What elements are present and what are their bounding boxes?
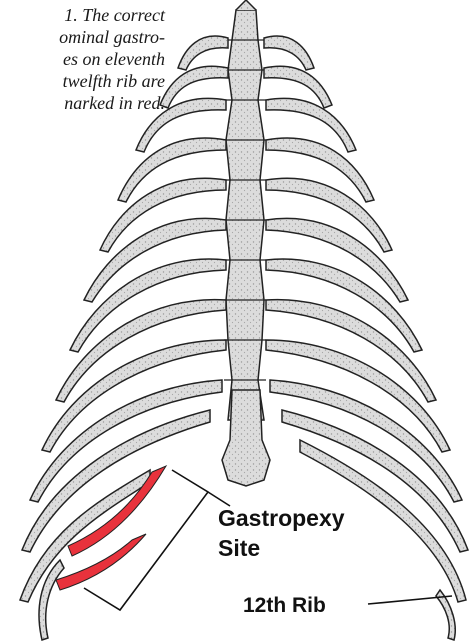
gastropexy-label-line2: Site xyxy=(218,535,260,561)
twelfth-rib-label: 12th Rib xyxy=(243,594,326,617)
ribs-right xyxy=(264,36,468,640)
spine xyxy=(222,0,270,486)
gastropexy-label-line1: Gastropexy xyxy=(218,505,345,531)
gastropexy-callout xyxy=(84,470,230,610)
